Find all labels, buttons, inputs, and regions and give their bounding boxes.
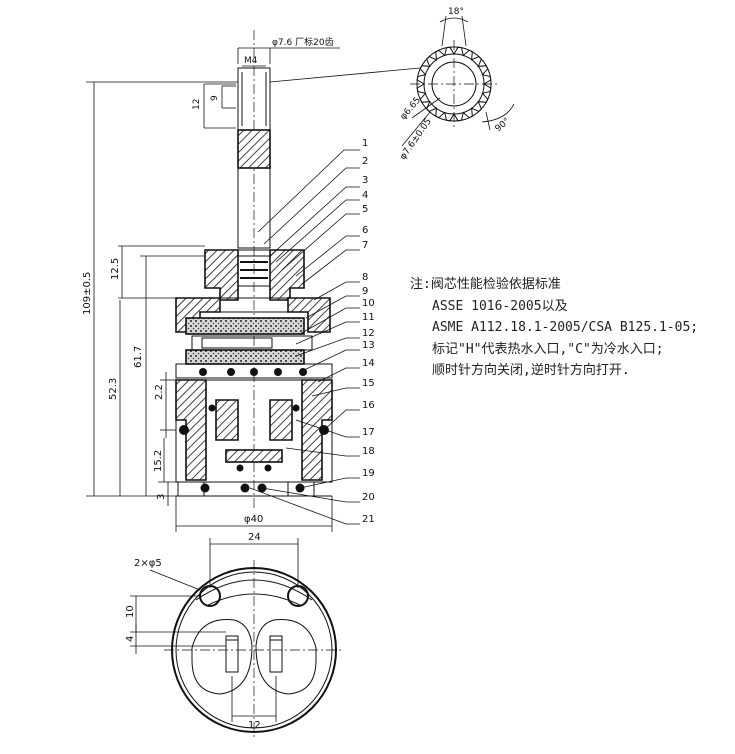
insert-right (269, 399, 293, 441)
stem-shaft (237, 167, 271, 249)
part-label-10: 10 (362, 298, 375, 309)
insert-left (215, 399, 239, 441)
bottom-dim-12: 12 (248, 720, 261, 731)
bottom-dim-4: 4 (125, 636, 136, 642)
bonnet-left (204, 249, 239, 301)
part-label-15: 15 (362, 378, 375, 389)
part-label-7: 7 (362, 240, 368, 251)
part-label-16: 16 (362, 400, 375, 411)
note-line-5: 顺时针方向关闭,逆时针方向打开. (432, 363, 630, 378)
note-line-1: 注:阀芯性能检验依据标准 (410, 277, 561, 292)
bonnet-right (269, 249, 305, 301)
note-line-2: ASSE 1016-2005以及 (432, 298, 568, 314)
note-line-4: 标记"H"代表热水入口,"C"为冷水入口; (432, 341, 664, 357)
spline-outer-dia: φ7.6±0.05 (398, 117, 434, 162)
part-label-18: 18 (362, 446, 375, 457)
spline-detail-view: 18° 90° φ6.65 φ7.6±0.05 (269, 7, 515, 162)
dim-9: 9 (210, 95, 220, 101)
holes-label: 2×φ5 (134, 558, 162, 569)
ceramic-disc-upper (185, 317, 305, 335)
spline-inner-dia: φ6.65 (399, 96, 423, 122)
part-label-13: 13 (362, 340, 375, 351)
stem-hatch (237, 129, 271, 169)
bottom-dim-10: 10 (125, 605, 136, 618)
spec-notes: 注:阀芯性能检验依据标准 ASSE 1016-2005以及 ASME A112.… (410, 274, 730, 382)
insert-bottom (225, 449, 283, 463)
part-labels: 1 2 3 4 5 6 7 8 9 10 11 12 13 14 15 16 1… (362, 138, 375, 525)
spline-angle-top: 18° (448, 7, 464, 17)
dim-12-5: 12.5 (110, 258, 121, 280)
dim-52-3: 52.3 (108, 378, 119, 400)
ceramic-disc-lower (185, 349, 305, 365)
part-label-2: 2 (362, 156, 368, 167)
part-label-1: 1 (362, 138, 368, 149)
part-label-21: 21 (362, 514, 375, 525)
dim-15-2: 15.2 (153, 450, 164, 472)
dim-61-7: 61.7 (133, 346, 144, 368)
dim-2-2: 2.2 (154, 384, 165, 400)
dim-3: 3 (156, 494, 167, 500)
part-label-8: 8 (362, 272, 368, 283)
part-label-17: 17 (362, 427, 375, 438)
stem-dia-label: φ7.6 厂标20齿 (272, 36, 334, 48)
part-label-6: 6 (362, 225, 368, 236)
thread-label: M4 (244, 56, 258, 66)
dim-12-top: 12 (192, 99, 202, 110)
port-cold (255, 619, 317, 695)
part-label-20: 20 (362, 492, 375, 503)
part-label-19: 19 (362, 468, 375, 479)
part-label-14: 14 (362, 358, 375, 369)
bottom-dim-24: 24 (248, 532, 261, 543)
overall-height-label: 109±0.5 (82, 272, 93, 315)
body-dia-label: φ40 (244, 514, 263, 525)
part-leaders (249, 149, 360, 525)
side-dimensions: φ7.6 厂标20齿 M4 12 9 109±0.5 12.5 61.7 52.… (82, 36, 340, 532)
part-label-4: 4 (362, 190, 368, 201)
port-hot (191, 619, 253, 695)
part-label-5: 5 (362, 204, 368, 215)
part-label-3: 3 (362, 175, 368, 186)
part-label-12: 12 (362, 328, 375, 339)
note-line-3: ASME A112.18.1-2005/CSA B125.1-05; (432, 320, 699, 335)
bottom-view: 24 2×φ5 10 4 12 (125, 532, 344, 740)
side-section-view (175, 30, 333, 510)
part-label-9: 9 (362, 286, 368, 297)
part-label-11: 11 (362, 312, 375, 323)
